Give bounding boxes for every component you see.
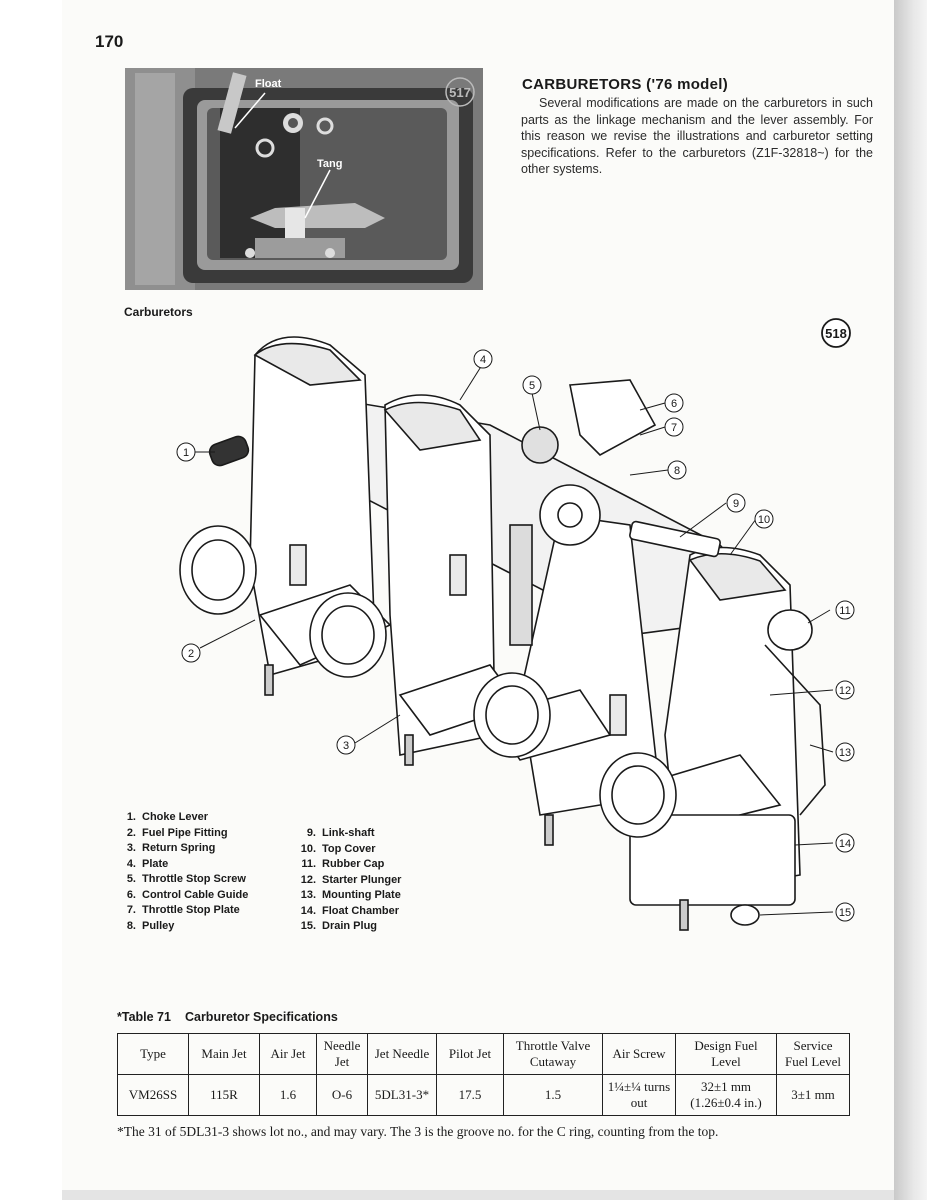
- legend-item: 9.Link-shaft: [306, 827, 375, 839]
- header-cell: Throttle Valve Cutaway: [503, 1033, 603, 1075]
- callout-1: 1: [176, 442, 196, 462]
- header-cell: Jet Needle: [367, 1033, 437, 1075]
- callout-4: 4: [473, 349, 493, 369]
- legend-item: 13.Mounting Plate: [300, 889, 401, 901]
- table-row: VM26SS 115R 1.6 O-6 5DL31-3* 17.5 1.5 1¼…: [117, 1074, 850, 1116]
- page-bottom-shadow: [62, 1190, 894, 1200]
- callout-7: 7: [664, 417, 684, 437]
- callout-5: 5: [522, 375, 542, 395]
- table-caption: *Table 71 Carburetor Specifications: [117, 1010, 338, 1024]
- legend-item: 5.Throttle Stop Screw: [126, 873, 246, 885]
- value-cell: 115R: [188, 1074, 260, 1116]
- legend-item: 2.Fuel Pipe Fitting: [126, 826, 228, 839]
- legend-item: 11.Rubber Cap: [301, 858, 385, 870]
- legend-item: 3.Return Spring: [126, 842, 216, 854]
- value-cell: 32±1 mm (1.26±0.4 in.): [675, 1074, 777, 1116]
- table-header-row: Type Main Jet Air Jet Needle Jet Jet Nee…: [117, 1033, 850, 1075]
- header-cell: Air Jet: [259, 1033, 317, 1075]
- table-number: *Table 71: [117, 1010, 171, 1024]
- svg-text:11: 11: [839, 605, 850, 617]
- header-cell: Air Screw: [602, 1033, 676, 1075]
- photo-badge: 517: [449, 85, 471, 100]
- value-cell: 17.5: [436, 1074, 504, 1116]
- callout-13: 13: [835, 742, 855, 762]
- header-cell: Main Jet: [188, 1033, 260, 1075]
- header-cell: Needle Jet: [316, 1033, 368, 1075]
- legend-item: 1.Choke Lever: [126, 811, 209, 823]
- svg-text:4: 4: [480, 354, 486, 366]
- callout-12: 12: [835, 680, 855, 700]
- table-footnote: *The 31 of 5DL31-3 shows lot no., and ma…: [117, 1124, 719, 1139]
- svg-text:2: 2: [188, 648, 194, 660]
- callout-15: 15: [835, 902, 855, 922]
- value-cell: VM26SS: [117, 1074, 189, 1116]
- table-title: Carburetor Specifications: [184, 1010, 338, 1024]
- header-cell: Type: [117, 1033, 189, 1075]
- legend-item: 15.Drain Plug: [300, 920, 378, 932]
- svg-text:3: 3: [343, 740, 349, 752]
- page-edge-shadow: [894, 0, 927, 1200]
- section-body: Several modifications are made on the ca…: [521, 96, 873, 176]
- header-cell: Pilot Jet: [436, 1033, 504, 1075]
- value-cell: 1¼±¼ turns out: [602, 1074, 676, 1116]
- page-number: 170: [95, 32, 124, 51]
- callout-6: 6: [664, 393, 684, 413]
- section-title: CARBURETORS ('76 model): [522, 76, 729, 93]
- value-cell: 3±1 mm: [776, 1074, 850, 1116]
- callout-10: 10: [754, 509, 774, 529]
- svg-text:8: 8: [674, 465, 680, 477]
- svg-text:518: 518: [825, 326, 847, 341]
- svg-text:15: 15: [839, 907, 851, 919]
- svg-text:14: 14: [839, 838, 851, 850]
- legend-item: 12.Starter Plunger: [300, 873, 402, 886]
- value-cell: 1.6: [259, 1074, 317, 1116]
- svg-text:10: 10: [758, 514, 770, 526]
- carburetor-diagram: 1 2 3 4 5 6 7 8 9 10 11 12 13 14 15 518: [176, 318, 855, 931]
- svg-text:9: 9: [733, 498, 739, 510]
- callout-2: 2: [181, 643, 201, 663]
- callout-3: 3: [336, 735, 356, 755]
- float-photo: 517 Float Tang: [125, 68, 483, 290]
- float-label: Float: [255, 78, 282, 90]
- value-cell: 5DL31-3*: [367, 1074, 437, 1116]
- header-cell: Service Fuel Level: [776, 1033, 850, 1075]
- svg-text:6: 6: [671, 398, 677, 410]
- svg-text:5: 5: [529, 380, 535, 392]
- value-cell: 1.5: [503, 1074, 603, 1116]
- figure-label: Carburetors: [124, 305, 193, 319]
- value-cell: O-6: [316, 1074, 368, 1116]
- legend-item: 6.Control Cable Guide: [126, 888, 249, 901]
- header-cell: Design Fuel Level: [675, 1033, 777, 1075]
- spec-table: Type Main Jet Air Jet Needle Jet Jet Nee…: [117, 1033, 850, 1116]
- figure-badge: 518: [821, 318, 851, 348]
- legend-item: 8.Pulley: [126, 919, 175, 932]
- legend-item: 4.Plate: [126, 857, 169, 870]
- callout-14: 14: [835, 833, 855, 853]
- svg-text:12: 12: [839, 685, 851, 697]
- parts-legend-left: 1.Choke Lever 2.Fuel Pipe Fitting 3.Retu…: [118, 810, 249, 934]
- callout-9: 9: [726, 493, 746, 513]
- callout-11: 11: [835, 600, 855, 620]
- tang-label: Tang: [317, 158, 343, 170]
- svg-text:13: 13: [839, 747, 851, 759]
- legend-item: 14.Float Chamber: [300, 904, 400, 917]
- legend-item: 10.Top Cover: [300, 842, 376, 855]
- parts-legend-right: 9.Link-shaft 10.Top Cover 11.Rubber Cap …: [298, 826, 402, 935]
- callout-8: 8: [667, 460, 687, 480]
- svg-text:1: 1: [183, 447, 189, 459]
- legend-item: 7.Throttle Stop Plate: [126, 904, 240, 916]
- svg-text:7: 7: [671, 422, 677, 434]
